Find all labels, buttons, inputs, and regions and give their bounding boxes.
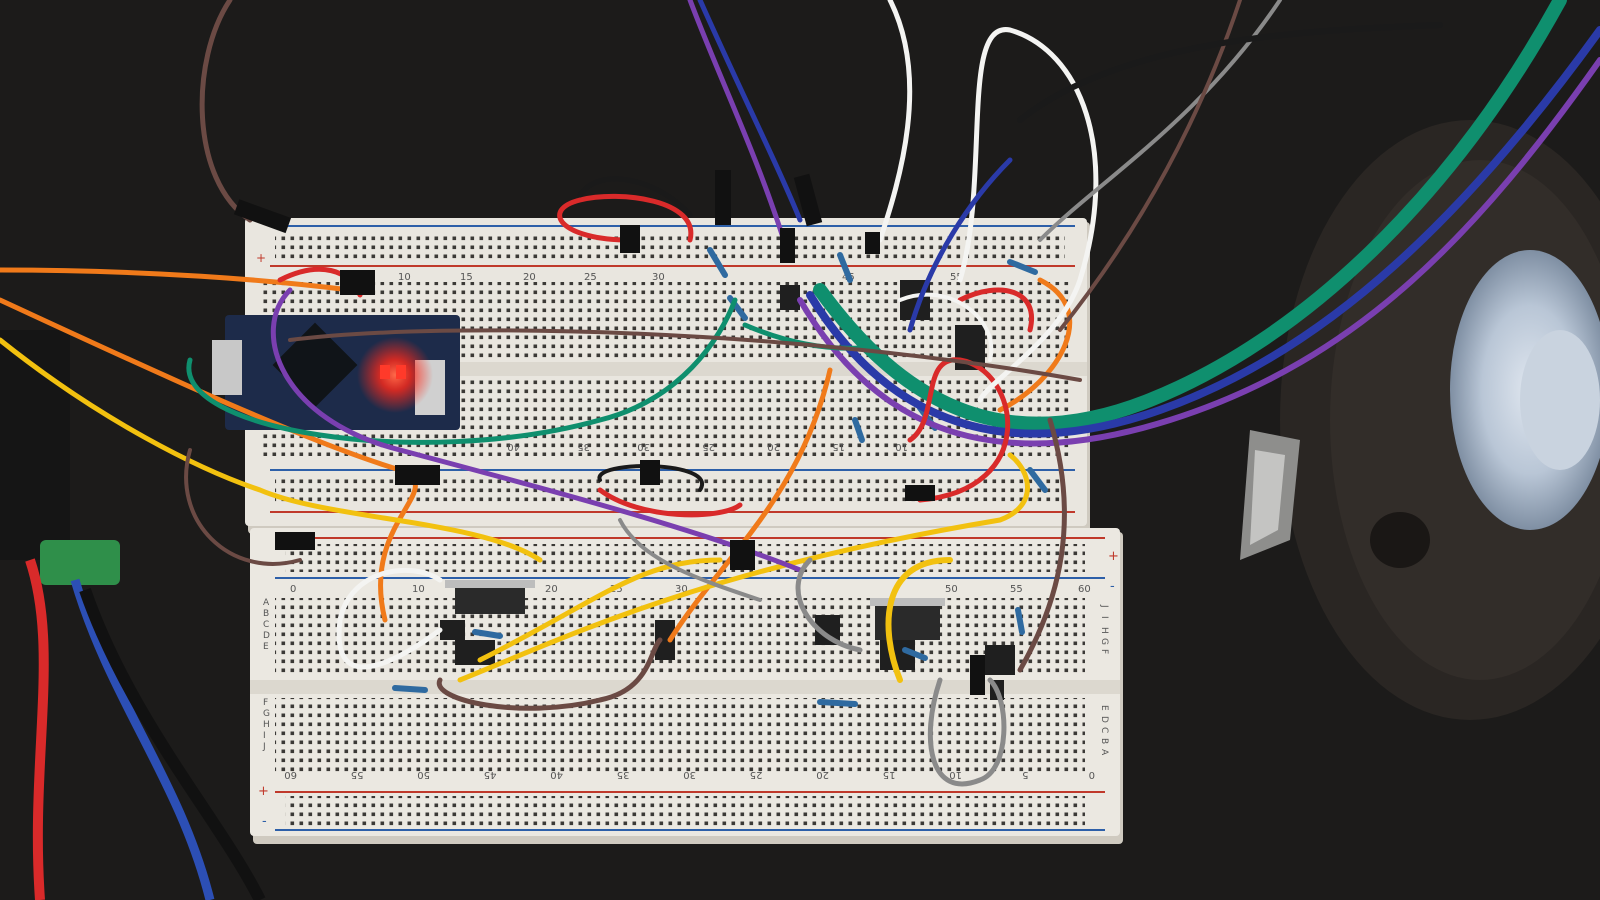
- upper-column-label: 25: [584, 272, 597, 283]
- lower-row-label: C: [263, 620, 269, 630]
- lower-row-label: G: [263, 709, 270, 719]
- alligator-clip: [1240, 430, 1300, 560]
- lower-column-label: 30: [675, 584, 688, 595]
- lower-column-label: 50: [417, 769, 430, 780]
- lower-column-label: 20: [816, 769, 829, 780]
- upper-column-label: 30: [652, 272, 665, 283]
- lower-row-label: C: [1099, 727, 1109, 733]
- lower-column-label: 5: [1022, 769, 1028, 780]
- resistors: [392, 247, 1048, 707]
- lower-row-label: A: [263, 598, 270, 608]
- lower-column-label: 10: [949, 769, 962, 780]
- lower-column-label: 15: [883, 769, 896, 780]
- upper-column-label: 25: [702, 441, 715, 452]
- upper-column-label: 10: [895, 441, 908, 452]
- lower-column-label: 60: [1078, 584, 1091, 595]
- upper-column-label: 10: [398, 272, 411, 283]
- upper-column-label: 40: [507, 441, 520, 452]
- power-led: [357, 337, 433, 413]
- connector-headers: [233, 170, 985, 695]
- upper-column-label: 15: [460, 272, 473, 283]
- lower-column-label: 10: [412, 584, 425, 595]
- upper-rail-plus: +: [256, 251, 266, 265]
- lower-row-label: G: [1099, 638, 1109, 645]
- lower-rail-plus-bottom: +: [258, 784, 269, 799]
- lower-row-label: A: [1099, 749, 1109, 756]
- lower-row-label: J: [1099, 604, 1109, 608]
- lower-column-label: 60: [284, 769, 297, 780]
- lower-column-label: 0: [1089, 769, 1095, 780]
- lower-column-label: 25: [750, 769, 763, 780]
- upper-column-label: 55: [950, 272, 963, 283]
- lower-column-label: 20: [545, 584, 558, 595]
- lower-column-label: 40: [550, 769, 563, 780]
- lower-row-label: F: [1099, 649, 1109, 654]
- lower-row-label: I: [263, 731, 266, 741]
- upper-column-label: 20: [767, 441, 780, 452]
- dc-power-jack: [0, 330, 266, 900]
- lower-column-label: 45: [484, 769, 497, 780]
- lower-row-label: J: [262, 742, 266, 752]
- lower-column-label: 55: [351, 769, 364, 780]
- lower-row-label: E: [263, 642, 269, 652]
- lower-column-label: 0: [290, 584, 296, 595]
- lower-row-label: D: [263, 631, 270, 641]
- lower-rail-minus-top: -: [1110, 579, 1115, 594]
- lower-row-label: F: [263, 698, 268, 708]
- lower-row-label: D: [1099, 716, 1109, 723]
- lower-row-label: H: [1099, 627, 1109, 634]
- lower-row-label: H: [263, 720, 270, 730]
- upper-column-label: 30: [637, 441, 650, 452]
- lower-row-label: I: [1099, 616, 1109, 619]
- lower-row-label: E: [1099, 705, 1109, 711]
- lower-row-label: B: [263, 609, 269, 619]
- lower-rail-minus-bottom: -: [262, 814, 267, 829]
- lower-column-label: 50: [945, 584, 958, 595]
- jumper-wires: [0, 0, 1600, 787]
- lower-rail-plus-top: +: [1108, 549, 1119, 564]
- upper-column-label: 20: [523, 272, 536, 283]
- arduino-nano: [212, 315, 460, 430]
- upper-column-label: 15: [832, 441, 845, 452]
- upper-column-label: 35: [577, 441, 590, 452]
- lower-column-label: 55: [1010, 584, 1023, 595]
- lower-row-label: B: [1099, 738, 1109, 744]
- lower-column-label: 30: [683, 769, 696, 780]
- lower-column-label: 35: [617, 769, 630, 780]
